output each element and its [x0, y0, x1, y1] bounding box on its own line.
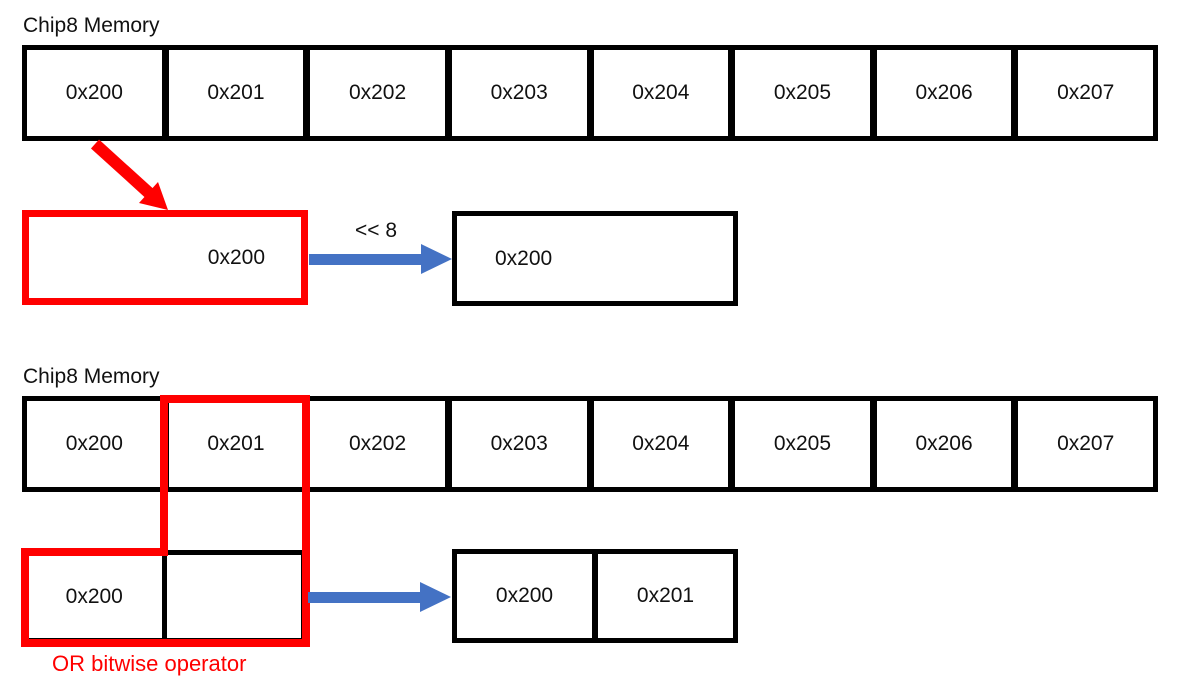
- or-operand-table: 0x200: [22, 550, 306, 643]
- or-result-table: 0x200 0x201: [452, 549, 738, 643]
- red-arrow-icon: [90, 139, 168, 210]
- selected-byte-box: 0x200: [22, 210, 308, 305]
- memory-cell: 0x201: [161, 50, 304, 136]
- memory-cell: 0x202: [303, 401, 445, 487]
- shifted-result-label: 0x200: [495, 246, 553, 270]
- memory-cell: 0x206: [869, 50, 1012, 136]
- memory-cell: 0x200: [27, 401, 162, 487]
- memory-cell: 0x204: [586, 50, 729, 136]
- memory-cell: 0x203: [444, 50, 587, 136]
- memory-cell: 0x202: [303, 50, 445, 136]
- shifted-result-box: 0x200: [452, 211, 738, 306]
- low-byte-cell-empty: [161, 555, 301, 638]
- memory-cell: 0x204: [586, 401, 729, 487]
- blue-arrow-right-icon: [308, 582, 451, 612]
- memory-cell: 0x205: [728, 401, 870, 487]
- bottom-memory-row: 0x200 0x201 0x202 0x203 0x204 0x205 0x20…: [22, 396, 1158, 492]
- memory-cell: 0x207: [1011, 50, 1153, 136]
- selected-byte-label: 0x200: [207, 245, 265, 269]
- or-caption: OR bitwise operator: [52, 651, 247, 676]
- memory-cell: 0x207: [1011, 401, 1153, 487]
- top-memory-row: 0x200 0x201 0x202 0x203 0x204 0x205 0x20…: [22, 45, 1158, 141]
- memory-cell: 0x200: [27, 50, 162, 136]
- memory-cell: 0x206: [869, 401, 1012, 487]
- memory-cell: 0x201: [161, 401, 304, 487]
- result-cell: 0x200: [457, 554, 592, 638]
- memory-cell: 0x205: [728, 50, 870, 136]
- blue-arrow-right-icon: [309, 244, 452, 274]
- high-byte-cell: 0x200: [27, 555, 162, 638]
- top-section-title: Chip8 Memory: [23, 14, 160, 37]
- bottom-section-title: Chip8 Memory: [23, 365, 160, 388]
- shift-operator-label: << 8: [354, 219, 398, 242]
- result-cell: 0x201: [592, 554, 733, 638]
- memory-cell: 0x203: [444, 401, 587, 487]
